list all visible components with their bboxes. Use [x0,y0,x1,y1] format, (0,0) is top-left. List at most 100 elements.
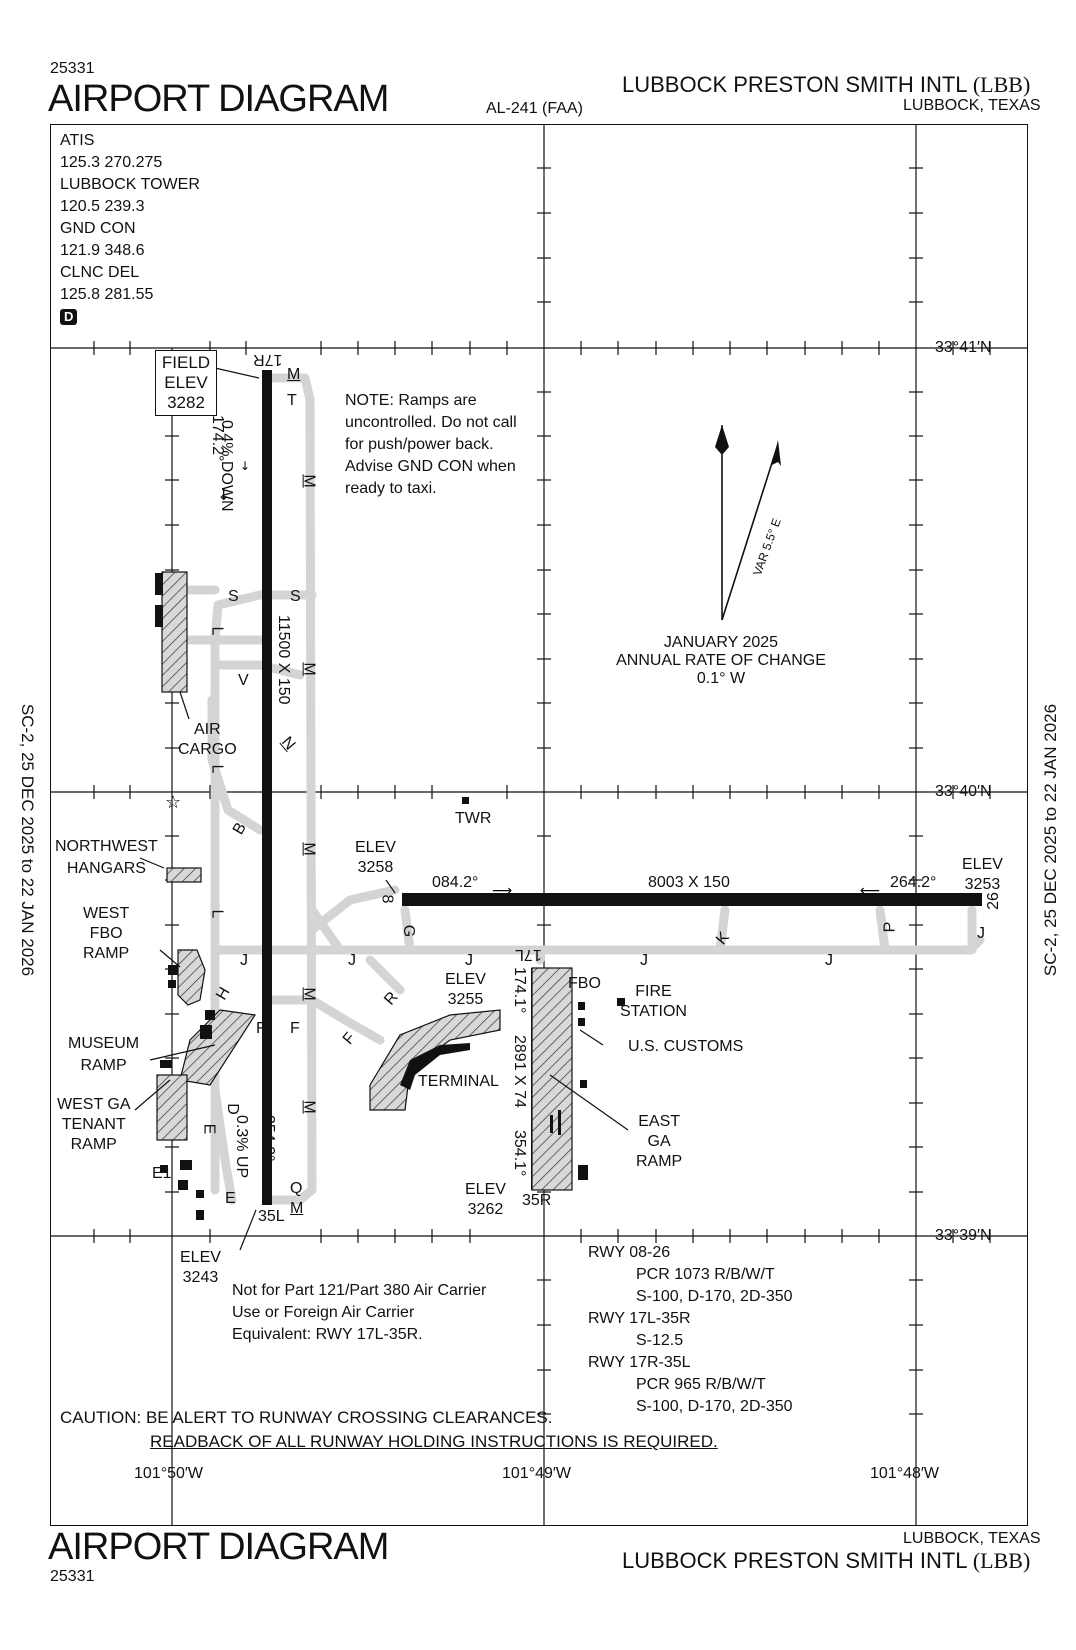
runway-end-label: 35R [522,1192,552,1209]
east-ga-ramp [531,967,573,1191]
runway-heading: 084.2° [432,874,479,891]
museum-ramp [179,1009,257,1086]
terminal-ramp [369,1009,501,1111]
air-cargo-ramp [161,571,188,693]
runway-heading: 354.2° [260,1115,277,1162]
taxiway-label: S [290,588,301,605]
taxiway-label: J [825,952,833,969]
runway-heading: 264.2° [890,874,937,891]
northwest-hangars-ramp [166,867,202,883]
lon-label: 101°49′W [502,1465,571,1482]
freq-line: 121.9 348.6 [60,242,145,259]
taxiway-label: J [640,952,648,969]
taxiway-label: E [225,1190,236,1207]
arrow-icon: ↓ [217,485,230,504]
taxiway-label: M [290,1200,304,1217]
runway-heading: 174.1° [511,967,528,1014]
lon-label: 101°48′W [870,1465,939,1482]
customs-label: U.S. CUSTOMS [628,1038,744,1055]
lat-label: 33°40′N [935,783,992,800]
taxiway-label: L [208,764,226,774]
procedure-number: AL-241 (FAA) [486,100,583,117]
runway-end-label: 35L [258,1208,285,1225]
runway-dimensions: 2891 X 74 [511,1035,528,1108]
taxiway-label: E [200,1123,218,1135]
airport-name: LUBBOCK PRESTON SMITH INTL (LBB) [622,72,1031,97]
compass-arrows [715,425,781,621]
taxiway-label: F [290,1020,300,1037]
taxiway-label: J [977,925,985,942]
runway-17R-35L [262,370,272,1205]
lat-label: 33°41′N [935,339,992,356]
lon-label: 101°50′W [134,1465,203,1482]
taxiway-label: G [400,924,418,938]
taxiway-label: J [348,952,356,969]
taxiway-label: J [465,952,473,969]
beacon-icon: ☆ [165,792,181,813]
taxiway-label: F [256,1020,266,1037]
taxiway-label: M [300,1100,318,1114]
d-atis-badge: D [60,309,78,325]
chart-id: 25331 [50,60,95,77]
runway-08-26 [402,893,982,906]
caution-note: CAUTION: BE ALERT TO RUNWAY CROSSING CLE… [60,1408,718,1451]
taxiway-label: Q [290,1180,303,1197]
runway-dimensions: 11500 X 150 [275,615,292,705]
airport-city: LUBBOCK, TEXAS [903,97,1041,114]
frequency-list: ATIS 125.3 270.275 LUBBOCK TOWER 120.5 2… [60,130,200,328]
taxiway-label: M [300,842,318,856]
freq-line: 125.3 270.275 [60,154,163,171]
runway-heading: 354.1° [511,1130,528,1177]
taxiway-label: L [208,626,226,636]
taxiway-label: D [223,1103,241,1115]
taxiway-label: M [300,474,318,488]
freq-line: 125.8 281.55 [60,286,154,303]
runway-slope: 0.4% DOWN [218,420,235,512]
taxiway-label: M [300,662,318,676]
runway-end-label: 17R [253,351,283,368]
runway-end-label: 8 [378,894,396,904]
arrow-icon: ↓ [240,459,250,473]
runway-end-label: 26 [984,892,1002,910]
taxiway-label: S [228,588,239,605]
west-ga-ramp [156,1074,188,1141]
freq-line: GND CON [60,220,136,237]
runway-end-label: 17L [515,946,542,963]
diagram-frame [50,124,1028,1526]
arrow-icon: ⟶ [492,883,512,899]
taxiway-label: P [881,921,899,933]
freq-line: 120.5 239.3 [60,198,145,215]
taxiway-label: T [287,392,297,409]
leader-lines [134,367,629,1251]
chart-title: AIRPORT DIAGRAM [48,78,389,120]
taxiway-label: L [208,909,226,919]
taxiway-label: M [287,366,301,383]
freq-line: LUBBOCK TOWER [60,176,200,193]
tower-label: TWR [455,810,492,827]
freq-line: ATIS [60,132,95,149]
footer-title: AIRPORT DIAGRAM [48,1526,389,1568]
fbo-label: FBO [568,975,601,992]
runway-dimensions: 8003 X 150 [648,874,730,891]
field-elevation-box: FIELD ELEV 3282 [155,350,217,416]
taxiway-label: E1 [152,1165,172,1182]
footer-airport-name: LUBBOCK PRESTON SMITH INTL (LBB) [622,1548,1031,1573]
taxiway-label: V [238,672,249,689]
grid-lines [50,124,1028,1526]
taxiways [185,373,985,1205]
